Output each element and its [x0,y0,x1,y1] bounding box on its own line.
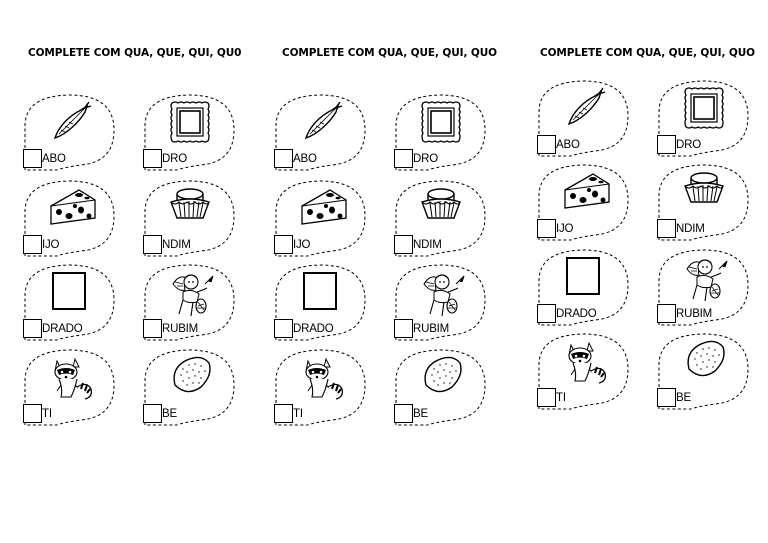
syllable-label: NDIM [162,239,191,251]
answer-box[interactable] [143,235,162,254]
answer-box[interactable] [537,219,556,238]
answer-box[interactable] [394,319,413,338]
word-card: NDIM [141,178,237,258]
cupcake-icon [683,170,725,211]
word-card: BE [655,331,751,411]
worksheet-title: COMPLETE COM QUA, QUE, QUI, QUO [282,47,498,59]
answer-box[interactable] [657,388,676,407]
frame-icon [420,100,462,149]
answer-box[interactable] [657,135,676,154]
syllable-label: ABO [293,153,317,165]
pepper-icon [300,100,344,149]
word-card: RUBIM [655,247,751,327]
syllable-label: IJO [556,223,574,235]
square-icon [563,255,603,302]
syllable-label: TI [42,408,52,420]
square-icon [49,270,89,317]
word-card: DRADO [21,262,117,342]
answer-box[interactable] [394,235,413,254]
word-card: RUBIM [392,262,488,342]
answer-box[interactable] [274,319,293,338]
syllable-label: NDIM [413,239,442,251]
cheese-icon [300,186,348,231]
answer-box[interactable] [23,319,42,338]
syllable-label: DRO [413,153,438,165]
syllable-label: IJO [42,239,60,251]
word-card: ABO [272,92,368,172]
frame-icon [169,100,211,149]
word-card: DRADO [272,262,368,342]
raccoon-icon [300,355,348,406]
word-card: RUBIM [141,262,237,342]
syllable-label: IJO [293,239,311,251]
syllable-label: DRADO [556,308,597,320]
word-card: TI [21,347,117,427]
word-card: TI [535,331,631,411]
answer-box[interactable] [394,404,413,423]
worksheet-title: COMPLETE COM QUA, QUE, QUI, QUO [540,47,756,59]
answer-box[interactable] [537,135,556,154]
pepper-icon [49,100,93,149]
cherub-icon [169,270,215,325]
cherub-icon [420,270,466,325]
word-card: IJO [21,178,117,258]
word-card: DRO [655,78,751,158]
seed-icon [420,355,464,400]
syllable-label: BE [413,408,428,420]
syllable-label: TI [293,408,303,420]
word-card: TI [272,347,368,427]
syllable-label: DRO [162,153,187,165]
answer-box[interactable] [657,219,676,238]
syllable-label: BE [162,408,177,420]
word-card: BE [141,347,237,427]
syllable-label: RUBIM [676,308,713,320]
word-card: NDIM [655,162,751,242]
syllable-label: ABO [42,153,66,165]
cheese-icon [49,186,97,231]
raccoon-icon [49,355,97,406]
answer-box[interactable] [143,149,162,168]
answer-box[interactable] [23,149,42,168]
raccoon-icon [563,339,611,390]
syllable-label: RUBIM [162,323,199,335]
worksheet-title: COMPLETE COM QUA, QUE, QUI, QU0 [28,47,242,59]
seed-icon [683,339,727,384]
word-card: IJO [272,178,368,258]
word-card: ABO [21,92,117,172]
cheese-icon [563,170,611,215]
syllable-label: TI [556,392,566,404]
answer-box[interactable] [274,404,293,423]
word-card: DRO [141,92,237,172]
syllable-label: DRO [676,139,701,151]
word-card: IJO [535,162,631,242]
syllable-label: DRADO [42,323,83,335]
word-card: NDIM [392,178,488,258]
answer-box[interactable] [537,304,556,323]
syllable-label: ABO [556,139,580,151]
answer-box[interactable] [143,404,162,423]
word-card: DRO [392,92,488,172]
answer-box[interactable] [23,404,42,423]
answer-box[interactable] [274,235,293,254]
frame-icon [683,86,725,135]
word-card: DRADO [535,247,631,327]
answer-box[interactable] [23,235,42,254]
answer-box[interactable] [657,304,676,323]
cupcake-icon [169,186,211,227]
word-card: ABO [535,78,631,158]
syllable-label: NDIM [676,223,705,235]
cupcake-icon [420,186,462,227]
syllable-label: BE [676,392,691,404]
syllable-label: DRADO [293,323,334,335]
word-card: BE [392,347,488,427]
syllable-label: RUBIM [413,323,450,335]
square-icon [300,270,340,317]
cherub-icon [683,255,729,310]
answer-box[interactable] [394,149,413,168]
seed-icon [169,355,213,400]
answer-box[interactable] [143,319,162,338]
pepper-icon [563,86,607,135]
answer-box[interactable] [537,388,556,407]
answer-box[interactable] [274,149,293,168]
